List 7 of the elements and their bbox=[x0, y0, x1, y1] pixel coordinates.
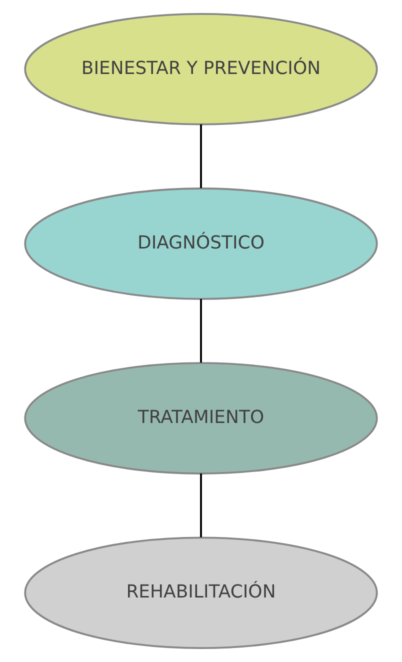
node-ellipse: REHABILITACIÓN bbox=[24, 536, 378, 650]
connector bbox=[200, 298, 202, 363]
node-ellipse: TRATAMIENTO bbox=[24, 362, 378, 474]
node-ellipse: BIENESTAR Y PREVENCIÓN bbox=[24, 12, 378, 126]
node-ellipse: DIAGNÓSTICO bbox=[24, 188, 378, 300]
connector bbox=[200, 474, 202, 538]
connector bbox=[200, 124, 202, 188]
